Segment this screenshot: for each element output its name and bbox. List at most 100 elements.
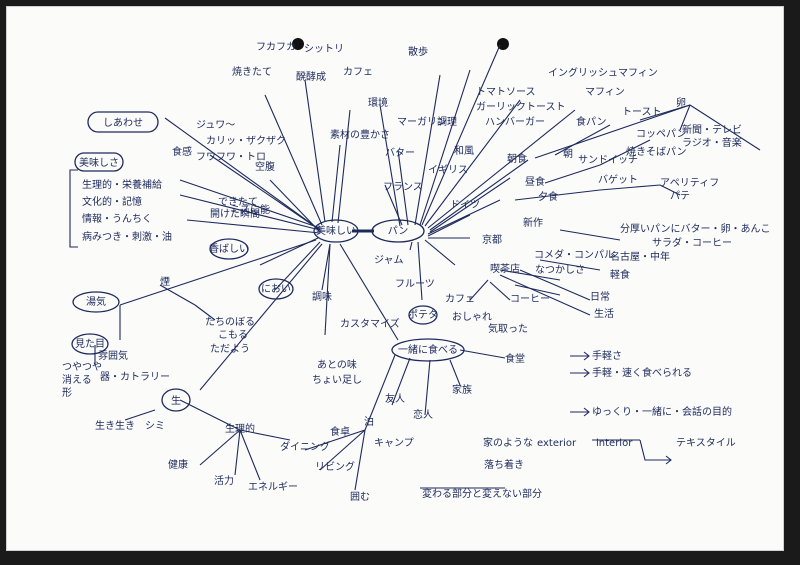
label-dining: ダイニング	[280, 440, 330, 453]
label-kenkou: 健康	[168, 458, 188, 471]
label-nama: 生	[171, 394, 181, 407]
labels: 美味しいパンしあわせ美味しさ生理的・栄養補給文化的・記憶情報・うんちく病みつき・…	[62, 41, 771, 503]
label-komeda: コメダ・コンパル	[534, 248, 614, 261]
binder-hole-right	[497, 38, 509, 50]
label-tsuyatsuya: つやつや	[62, 361, 102, 373]
label-kuki: 空腹	[255, 160, 275, 173]
label-oishisa: 美味しさ	[79, 156, 119, 169]
label-zairyo: 素材の豊かさ	[330, 128, 390, 141]
label-yakitate: 焼きたて	[232, 66, 272, 78]
label-chomi: 調味	[312, 290, 332, 303]
label-seikatsu: 活力	[214, 474, 234, 487]
label-kazoku: 家族	[452, 383, 472, 396]
label-shiawase: しあわせ	[103, 117, 143, 129]
label-mezame: ミズに能	[230, 203, 270, 216]
poteto-oval	[408, 305, 438, 325]
label-radio: ラジオ・音楽	[682, 136, 742, 149]
label-tomato: トマトソース	[476, 87, 536, 98]
label-tachinoboru: たちのぼる	[205, 316, 255, 328]
label-hamburger: ハンバーガー	[485, 116, 545, 128]
label-fukumi3: 情報・うんちく	[82, 212, 152, 225]
label-left: 美味しい	[316, 224, 356, 237]
label-english: イングリッシュマフィン	[548, 66, 658, 79]
label-tegaru: 手軽さ	[592, 349, 622, 362]
label-igirisu: イギリス	[428, 164, 468, 176]
label-chori: 調理	[437, 115, 457, 128]
label-koppe: コッペパン	[636, 128, 687, 140]
label-doitsu: ドイツ	[450, 200, 480, 211]
label-shokutaku: 食卓	[330, 425, 350, 438]
label-pate: パテ	[670, 190, 690, 202]
issho-oval	[391, 338, 465, 362]
mitame-oval	[71, 333, 109, 355]
label-sanpo: 散歩	[408, 45, 428, 58]
label-juwa: ジュワ〜	[196, 120, 235, 131]
label-aperitif: アペリティフ	[660, 178, 719, 189]
label-fukumi4: 病みつき・刺激・油	[82, 230, 172, 243]
label-fukumi1: 生理的・栄養補給	[82, 178, 162, 191]
label-living: リビング	[315, 460, 355, 473]
label-kiryoku: 器・カトラリー	[100, 371, 170, 383]
label-wafu: 和風	[454, 145, 474, 157]
label-sando: 軽食	[610, 268, 630, 281]
label-coffee: コーヒー	[510, 293, 550, 305]
label-shiki: シミ	[145, 421, 165, 432]
center-right-oval	[371, 219, 425, 243]
label-tomo: 友人	[385, 392, 405, 405]
label-int: interior	[596, 438, 633, 449]
label-ie: 家のような	[483, 436, 533, 449]
label-konoru: こもる	[218, 329, 248, 341]
label-ext: exterior	[537, 438, 577, 449]
label-kakomu: 囲む	[350, 491, 370, 503]
label-kemuri: 煙	[160, 276, 170, 288]
label-funiki: 雰囲気	[98, 349, 128, 362]
label-choshoku: 朝食	[507, 152, 527, 165]
label-seikatsu2: 生活	[594, 307, 614, 320]
label-shokkan: 食感	[172, 145, 192, 158]
label-nichijo: 日常	[590, 290, 610, 303]
label-cafe2: カフェ	[445, 293, 475, 305]
label-sandwich: サンドイッチ	[578, 154, 638, 166]
label-jam: ジャム	[374, 254, 404, 266]
label-muffin: マフィン	[585, 87, 625, 98]
label-shinbun: 新聞・テレビ	[682, 123, 742, 136]
label-fuwafuwa: フワフワ・トロ	[196, 152, 266, 163]
label-poteto: ポテタ	[408, 309, 438, 321]
label-nagoya: 名古屋・中年	[610, 250, 670, 263]
nioi-oval	[258, 278, 294, 300]
label-kieru: 消える	[62, 373, 92, 386]
label-toast: トースト	[622, 107, 662, 118]
label-france: フランス	[383, 181, 423, 193]
label-hakko: 醗酵成	[296, 70, 326, 83]
label-yukkuri: ゆっくり・一緒に・会話の目的	[592, 405, 732, 418]
label-karitsu: カリッ・ザクザク	[206, 135, 286, 147]
label-margarine: マーガリン	[397, 116, 447, 128]
node-outlines	[71, 111, 465, 412]
label-cafe_top: カフェ	[343, 66, 373, 78]
label-tegaru2: 手軽・速く食べられる	[592, 366, 692, 379]
label-tamago: 卵	[676, 97, 686, 109]
label-kawaranai: 変わる部分と変えない部分	[422, 487, 542, 500]
connector-lines	[69, 44, 761, 491]
label-shinhen: 新作	[523, 216, 543, 229]
label-koibito: 恋人	[413, 408, 433, 421]
label-shittori: シットリ	[304, 44, 344, 55]
label-yushoku: 夕食	[538, 190, 558, 203]
label-kidori: 気取った	[488, 322, 528, 335]
label-atonoaji: あとの味	[317, 359, 357, 371]
label-shokupan: 食パン	[576, 115, 607, 128]
kaori-oval	[209, 238, 249, 260]
oishisa-box	[74, 152, 124, 172]
label-kankyo: 環境	[368, 96, 388, 109]
label-atsugiri: 分厚いパンにバター・卵・あんこ	[620, 223, 771, 235]
yuge-oval	[72, 291, 120, 313]
label-kissa: 喫茶店	[490, 262, 520, 275]
label-issho: 一緒に食べる	[398, 343, 458, 356]
label-oshare: おしゃれ	[452, 311, 492, 323]
label-asa: 朝	[563, 148, 573, 160]
label-kyokyu: 落ち着き	[484, 458, 524, 471]
label-kaori: 香ばしい	[209, 243, 249, 255]
label-textile: テキスタイル	[676, 437, 736, 449]
label-seirieki: 生理的	[225, 422, 255, 435]
